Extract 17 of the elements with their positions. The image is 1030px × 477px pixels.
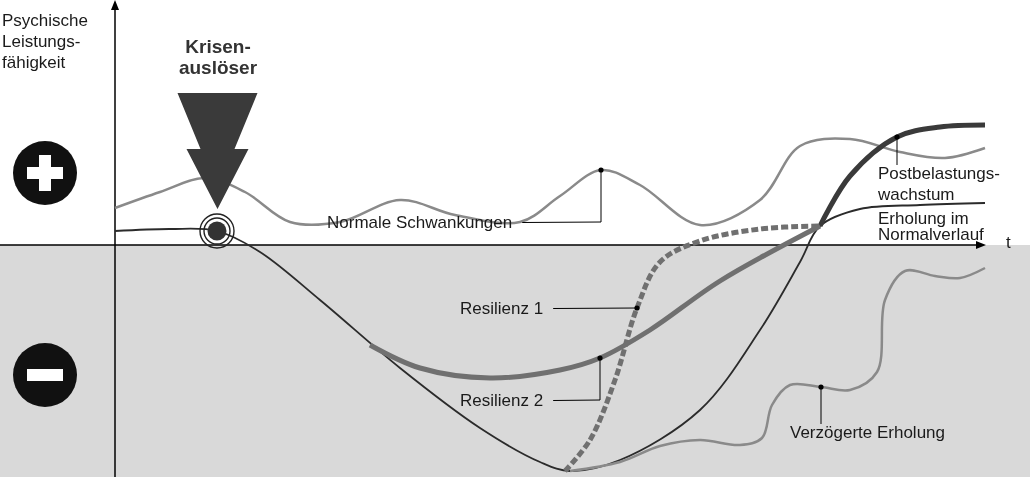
leader-line <box>552 305 640 311</box>
curve-label: Postbelastungs- wachstum <box>878 163 1028 205</box>
curve-label: Resilienz 2 <box>460 390 565 411</box>
leader-line <box>818 384 824 425</box>
curve-label: Verzögerte Erholung <box>790 422 990 443</box>
curve-label: Erholung im Normalverlauf <box>878 211 985 243</box>
trigger-label: Krisen- auslöser <box>168 36 268 78</box>
crisis-point-marker <box>199 213 235 249</box>
leader-line <box>521 167 604 223</box>
curve-label: Normale Schwankungen <box>327 212 537 233</box>
leader-line <box>552 355 603 401</box>
block-arrow <box>177 93 258 209</box>
curve-label: Resilienz 1 <box>460 298 560 319</box>
axis-label: Psychische Leistungs- fähigkeit <box>2 10 89 73</box>
leader-line <box>894 134 900 166</box>
axis-label: t <box>1006 232 1012 253</box>
delayed-recovery-curve <box>569 266 986 473</box>
